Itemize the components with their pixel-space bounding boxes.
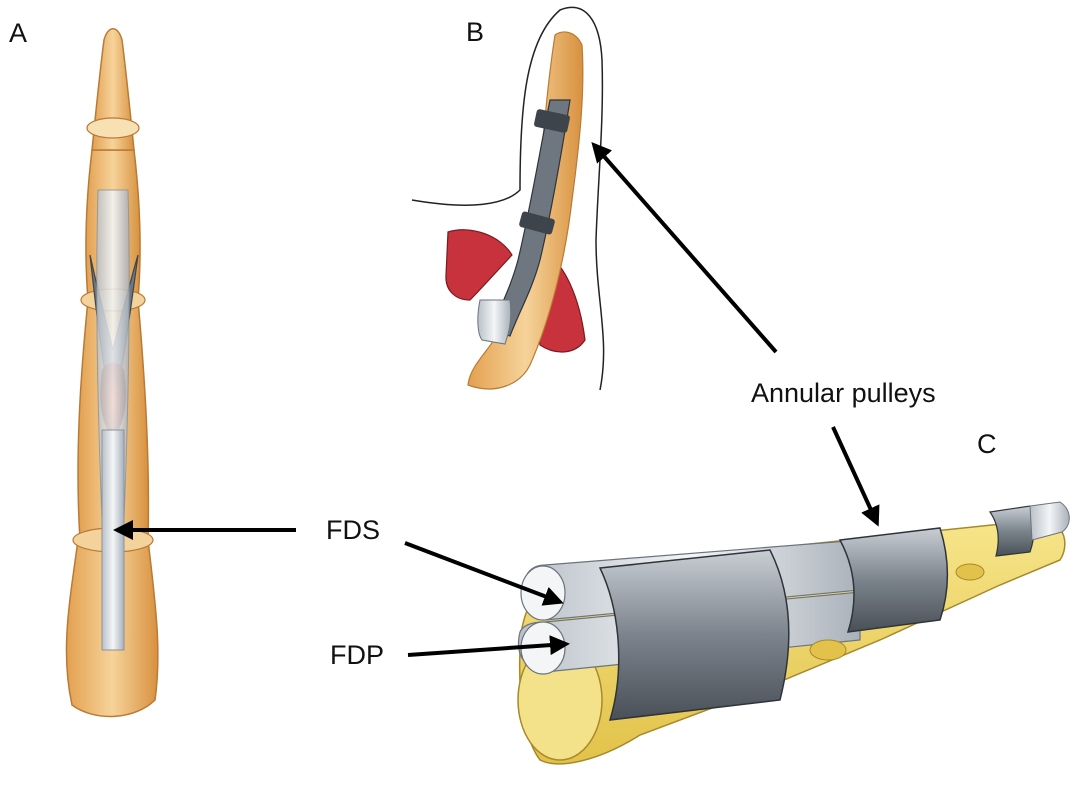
panel-label-b: B (466, 19, 484, 46)
panel-c-tendon-illustration (518, 502, 1069, 764)
fdp-label: FDP (330, 642, 384, 669)
panel-a-finger-illustration (66, 29, 157, 717)
panel-b-finger-illustration (412, 7, 604, 390)
arrow-to-panel-c-pulley (833, 427, 877, 523)
fds-label: FDS (326, 517, 380, 544)
panel-label-a: A (9, 20, 27, 47)
arrow-to-panel-b-pulley (594, 145, 776, 352)
panel-label-c: C (977, 431, 997, 458)
annular-pulleys-label: Annular pulleys (751, 380, 936, 407)
